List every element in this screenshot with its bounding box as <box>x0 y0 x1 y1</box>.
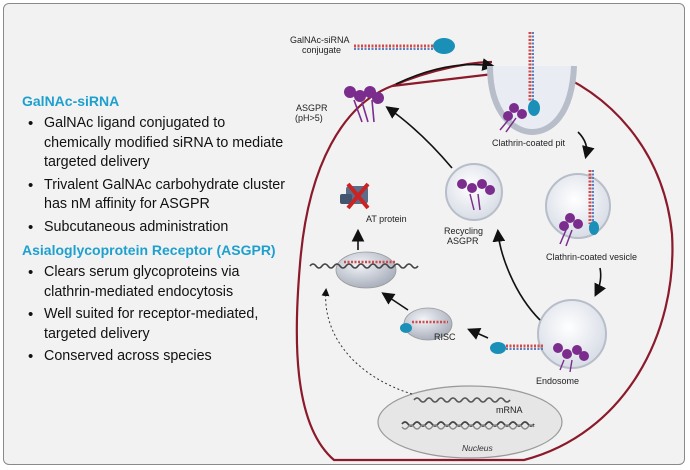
arrow-pit-to-vesicle <box>577 131 595 160</box>
arrow-vesicle-to-endosome <box>594 267 607 297</box>
asgpr-section: Asialoglycoprotein Receptor (ASGPR) Clea… <box>22 241 292 367</box>
ribosome-complex <box>309 251 419 289</box>
slide-frame: GalNAc-siRNA GalNAc ligand conjugated to… <box>3 3 685 465</box>
mrna-export-arrow <box>321 288 413 395</box>
released-sirna <box>490 342 544 354</box>
mrna-strand <box>413 397 511 403</box>
nucleus-label: Nucleus <box>462 443 493 453</box>
recycling-label-line2: ASGPR <box>447 236 479 246</box>
section-title-galnac: GalNAc-siRNA <box>22 93 120 109</box>
bullet-item: Well suited for receptor-mediated, targe… <box>22 305 292 344</box>
endosome <box>537 299 607 369</box>
arrow-risc-to-ribosome <box>381 292 409 311</box>
asgpr-label-line2: (pH>5) <box>295 113 323 123</box>
risc-label: RISC <box>434 332 456 342</box>
endosome-receptors <box>553 343 589 373</box>
recycling-label: Recycling ASGPR <box>444 226 486 246</box>
asgpr-bullet-list: Clears serum glycoproteins via clathrin-… <box>22 263 292 367</box>
conjugate-label-line2: conjugate <box>302 45 341 55</box>
conjugate-label-line1: GalNAc-siRNA <box>290 35 350 45</box>
left-text-panel: GalNAc-siRNA GalNAc ligand conjugated to… <box>22 92 292 371</box>
galnac-section: GalNAc-siRNA GalNAc ligand conjugated to… <box>22 92 292 237</box>
asgpr-label-line1: ASGPR <box>296 103 328 113</box>
recycling-receptors <box>457 179 495 211</box>
nucleus <box>377 385 563 459</box>
mrna-label: mRNA <box>496 405 523 415</box>
conjugate-label: GalNAc-siRNA conjugate <box>290 35 352 55</box>
asgpr-receptors <box>344 86 384 123</box>
arrow-to-risc <box>467 328 489 340</box>
arrow-recycling-to-membrane <box>385 106 453 169</box>
galnac-sirna-conjugate <box>354 38 455 54</box>
x-icon <box>346 182 370 210</box>
bullet-item: Trivalent GalNAc carbohydrate cluster ha… <box>22 176 292 215</box>
bullet-item: Clears serum glycoproteins via clathrin-… <box>22 263 292 302</box>
bullet-item: GalNAc ligand conjugated to chemically m… <box>22 114 292 173</box>
galnac-uptake-diagram: Nucleus mRNA GalNAc-siRNA conjugate <box>290 32 674 462</box>
arrow-to-pit <box>395 58 496 85</box>
pit-bound-conjugate <box>499 32 540 133</box>
risc-complex <box>400 307 453 341</box>
recycling-label-line1: Recycling <box>444 226 483 236</box>
vesicle-cargo <box>559 170 599 247</box>
bullet-item: Conserved across species <box>22 347 292 367</box>
arrow-endosome-to-recycling <box>492 228 541 321</box>
asgpr-label: ASGPR (pH>5) <box>295 103 330 123</box>
pit-label: Clathrin-coated pit <box>492 138 566 148</box>
endosome-label: Endosome <box>536 376 579 386</box>
at-protein-label: AT protein <box>366 214 407 224</box>
vesicle-label: Clathrin-coated vesicle <box>546 252 637 262</box>
galnac-bullet-list: GalNAc ligand conjugated to chemically m… <box>22 114 292 237</box>
section-title-asgpr: Asialoglycoprotein Receptor (ASGPR) <box>22 242 276 258</box>
bullet-item: Subcutaneous administration <box>22 218 292 238</box>
